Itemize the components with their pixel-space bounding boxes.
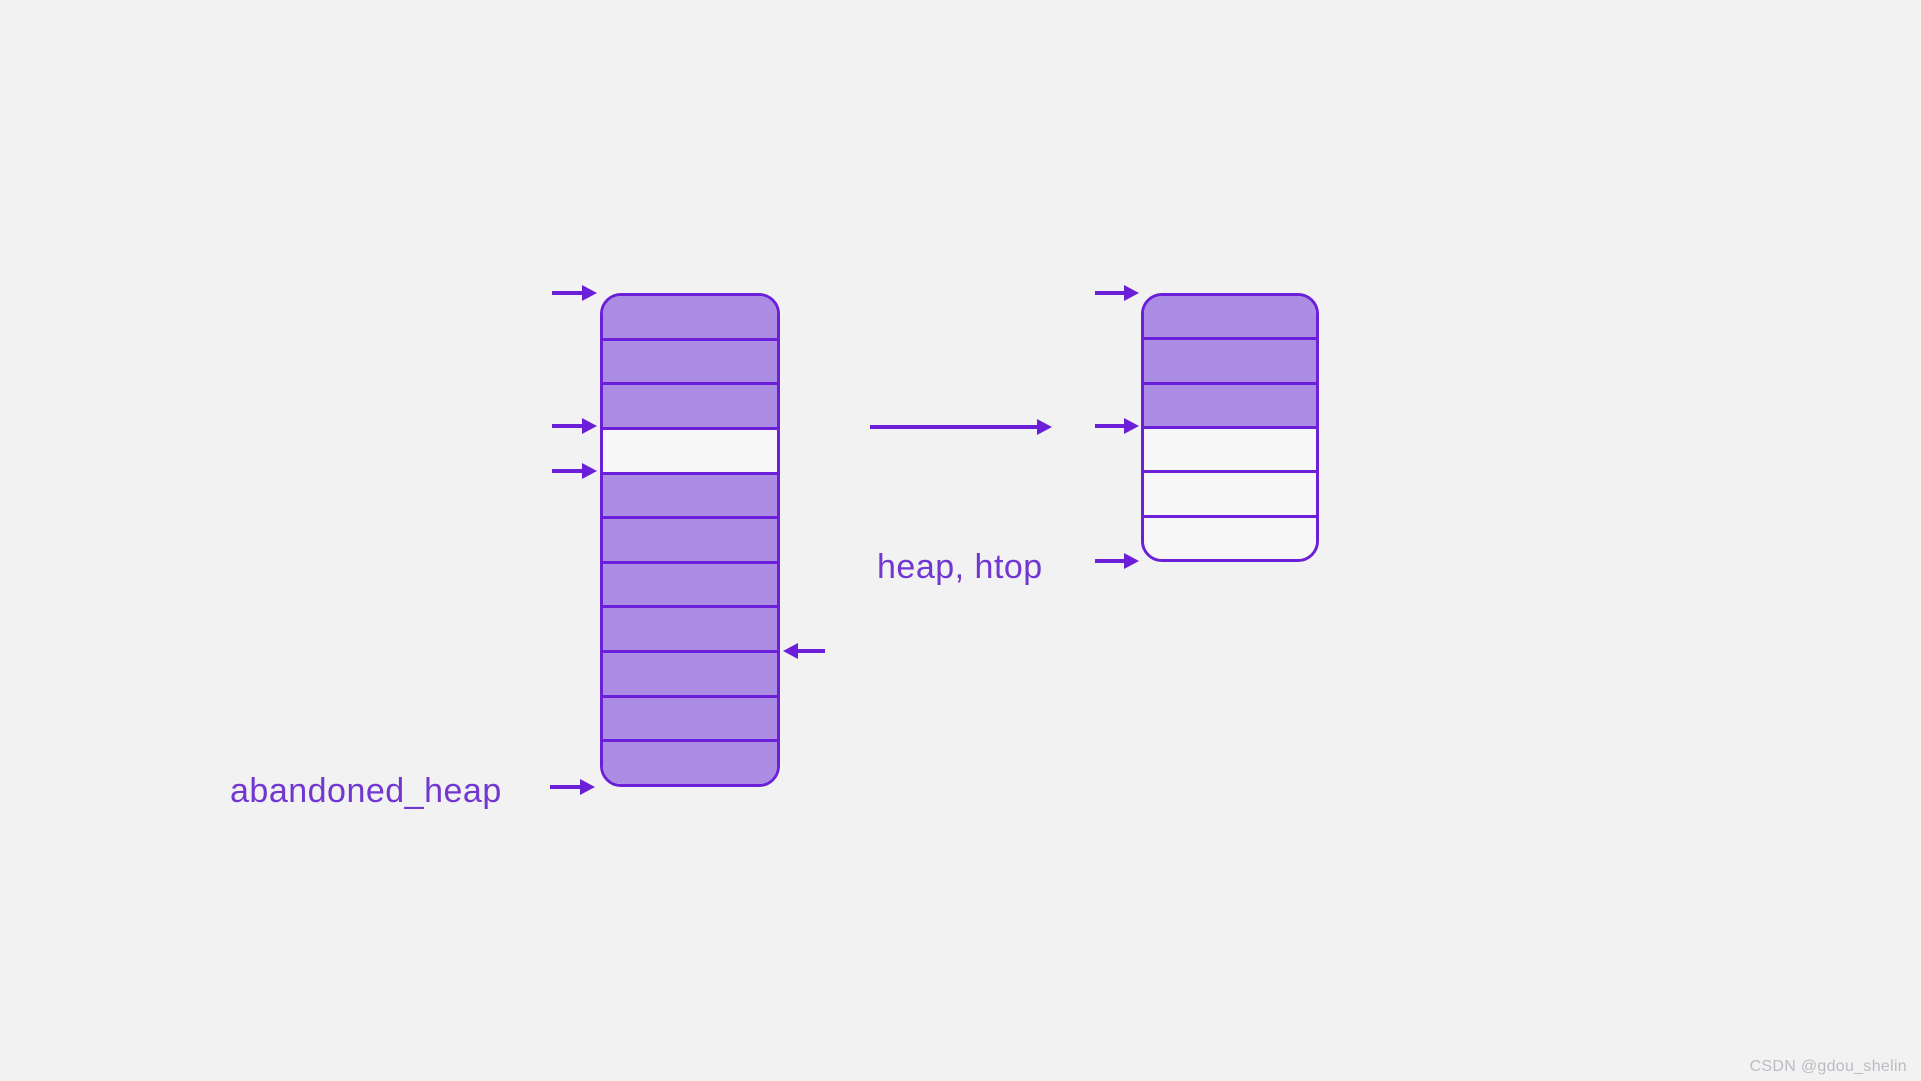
arrow-head <box>580 779 595 795</box>
heap-cell-filled <box>603 650 777 695</box>
arrow-head <box>1124 418 1139 434</box>
transfer-arrow-icon <box>870 419 1052 435</box>
pointer-arrow-free-slot-bottom-icon <box>552 463 597 479</box>
heap-cell-filled <box>603 694 777 740</box>
heap-cell-empty <box>1144 425 1316 471</box>
heap-cell-filled <box>1144 337 1316 382</box>
heap-cell-filled <box>603 382 777 427</box>
heap-cell-filled <box>603 605 777 651</box>
heap-cell-empty <box>1144 470 1316 515</box>
pointer-arrow-new-heap-top-icon <box>1095 285 1139 301</box>
arrow-head <box>1037 419 1052 435</box>
pointer-arrow-old-heap-top-icon <box>552 285 597 301</box>
heap-cell-filled <box>1144 381 1316 426</box>
arrow-shaft <box>798 649 825 653</box>
heap-cell-filled <box>603 516 777 561</box>
new-heap-box <box>1141 293 1319 562</box>
abandoned-heap-label: abandoned_heap <box>230 772 502 810</box>
arrow-shaft <box>552 469 582 473</box>
pointer-arrow-abandoned-heap-icon <box>550 779 595 795</box>
arrow-shaft <box>870 425 1037 429</box>
pointer-arrow-free-slot-top-icon <box>552 418 597 434</box>
heap-cell-filled <box>603 560 777 606</box>
heap-cell-empty <box>603 426 777 472</box>
csdn-watermark: CSDN @gdou_shelin <box>1749 1058 1907 1075</box>
heap-cell-empty <box>1144 514 1316 559</box>
heap-cell-filled <box>603 471 777 517</box>
arrow-head <box>582 463 597 479</box>
arrow-head <box>582 418 597 434</box>
heap-cell-filled <box>603 337 777 383</box>
heap-cell-filled <box>603 296 777 338</box>
arrow-shaft <box>552 424 582 428</box>
heap-htop-label: heap, htop <box>877 548 1043 586</box>
arrow-head <box>582 285 597 301</box>
arrow-shaft <box>552 291 582 295</box>
arrow-head <box>783 643 798 659</box>
arrow-head <box>1124 553 1139 569</box>
pointer-arrow-heap-htop-icon <box>1095 553 1139 569</box>
heap-cell-filled <box>603 739 777 784</box>
arrow-head <box>1124 285 1139 301</box>
arrow-shaft <box>1095 424 1124 428</box>
arrow-shaft <box>1095 559 1124 563</box>
heap-cell-filled <box>1144 296 1316 338</box>
abandoned-heap-box <box>600 293 780 787</box>
arrow-shaft <box>550 785 580 789</box>
pointer-arrow-new-heap-boundary-icon <box>1095 418 1139 434</box>
pointer-arrow-old-heap-rightside-icon <box>783 643 825 659</box>
arrow-shaft <box>1095 291 1124 295</box>
